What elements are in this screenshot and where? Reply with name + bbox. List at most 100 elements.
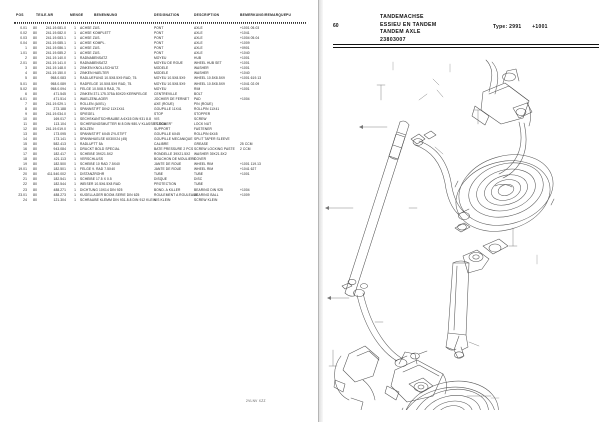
cell-name-de: WAELZENLAGER xyxy=(80,96,108,101)
cell-name-de: ZINKEN KNOLLSCHUTZ xyxy=(80,66,119,71)
column-header-rem: BEMERKUNG/REMARQUE xyxy=(240,13,287,17)
cell-part-number: 958.0.083 xyxy=(50,76,66,81)
axle-carrier-lower xyxy=(384,351,447,403)
cell-pos: 16 xyxy=(23,147,27,152)
cell-pos: 0.02 xyxy=(20,31,27,36)
cell-quantity: 1 xyxy=(74,56,76,61)
cell-name-fr: VIS KLEIN xyxy=(154,197,171,202)
cell-remark: +1040 xyxy=(240,71,250,76)
cell-index: 80 xyxy=(33,152,37,157)
cell-part-number: 488.271 xyxy=(53,187,66,192)
cell-name-en: WHEEL RIM xyxy=(194,162,214,167)
cell-remark: +1041 627 xyxy=(240,167,257,172)
cell-quantity: 1 xyxy=(74,111,76,116)
cell-quantity: 1 xyxy=(74,121,76,126)
cell-part-number: 169.017 xyxy=(53,116,66,121)
cell-name-de: ACHSE ZUS. xyxy=(80,51,101,56)
cell-name-de: ROLLEN (AXEL) xyxy=(80,101,106,106)
cell-pos: 23 xyxy=(23,187,27,192)
cell-pos: 15 xyxy=(23,142,27,147)
cell-name-fr: RONDELLE 39X21.5X2 xyxy=(154,152,191,157)
cell-pos: 9 xyxy=(25,111,27,116)
cell-name-fr: JOCHIER DE FERNET xyxy=(154,96,190,101)
cell-part-number: 943.084 xyxy=(53,147,66,152)
cell-name-en: STOPPER xyxy=(194,111,211,116)
cell-name-en: RIM xyxy=(194,86,201,91)
cell-index: 80 xyxy=(33,51,37,56)
cell-index: 80 xyxy=(33,142,37,147)
cell-name-en: AXLE xyxy=(194,46,203,51)
cell-name-de: BOLZEN xyxy=(80,126,94,131)
cell-name-de: ZINKEN HAELTER xyxy=(80,71,109,76)
title-english: TANDEM AXLE xyxy=(380,29,421,36)
cell-name-en: ROLLPIN 11X41 xyxy=(194,106,220,111)
cell-part-number: 182.500 xyxy=(53,162,66,167)
cell-name-en: LOCK NUT xyxy=(194,121,212,126)
cell-name-fr: MOYEU xyxy=(154,56,167,61)
cell-part-number: 241.19.019.0 xyxy=(45,126,66,131)
cell-part-number: 182.541 xyxy=(53,177,66,182)
cell-pos: 22 xyxy=(23,182,27,187)
cell-name-en: AXLE xyxy=(194,26,203,30)
cell-index: 80 xyxy=(33,76,37,81)
cell-quantity: 1 xyxy=(74,101,76,106)
cell-name-en: ROLLPIN 6X45 xyxy=(194,131,218,136)
cell-index: 80 xyxy=(33,26,37,30)
cell-name-de: VERSCHLUSS xyxy=(80,157,104,162)
cell-name-en: BEARING BALL xyxy=(194,192,219,197)
cell-quantity: 1 xyxy=(74,51,76,56)
cell-name-fr: JANTE DE ROUE xyxy=(154,167,182,172)
cell-part-number: 241.19.141.0 xyxy=(45,61,66,66)
cell-index: 80 xyxy=(33,121,37,126)
header-rule-secondary xyxy=(14,22,306,24)
cell-quantity: 1 xyxy=(74,137,76,142)
cell-name-fr: PONT xyxy=(154,26,164,30)
cell-name-fr: VIS xyxy=(154,116,160,121)
cell-part-number: 241.19.034.0 xyxy=(45,111,66,116)
cell-name-de: SCHEIBE 17.5 X 0.5 xyxy=(80,177,112,182)
column-header-en: DESCRIPTION xyxy=(194,13,220,17)
cell-name-en: SCREW xyxy=(194,116,207,121)
cell-pos: 2.01 xyxy=(20,61,27,66)
cell-index: 80 xyxy=(33,36,37,41)
cell-quantity: 1 xyxy=(74,131,76,136)
title-german: TANDEMACHSE xyxy=(380,14,424,20)
column-header-de: BENENNUNG xyxy=(94,13,118,17)
